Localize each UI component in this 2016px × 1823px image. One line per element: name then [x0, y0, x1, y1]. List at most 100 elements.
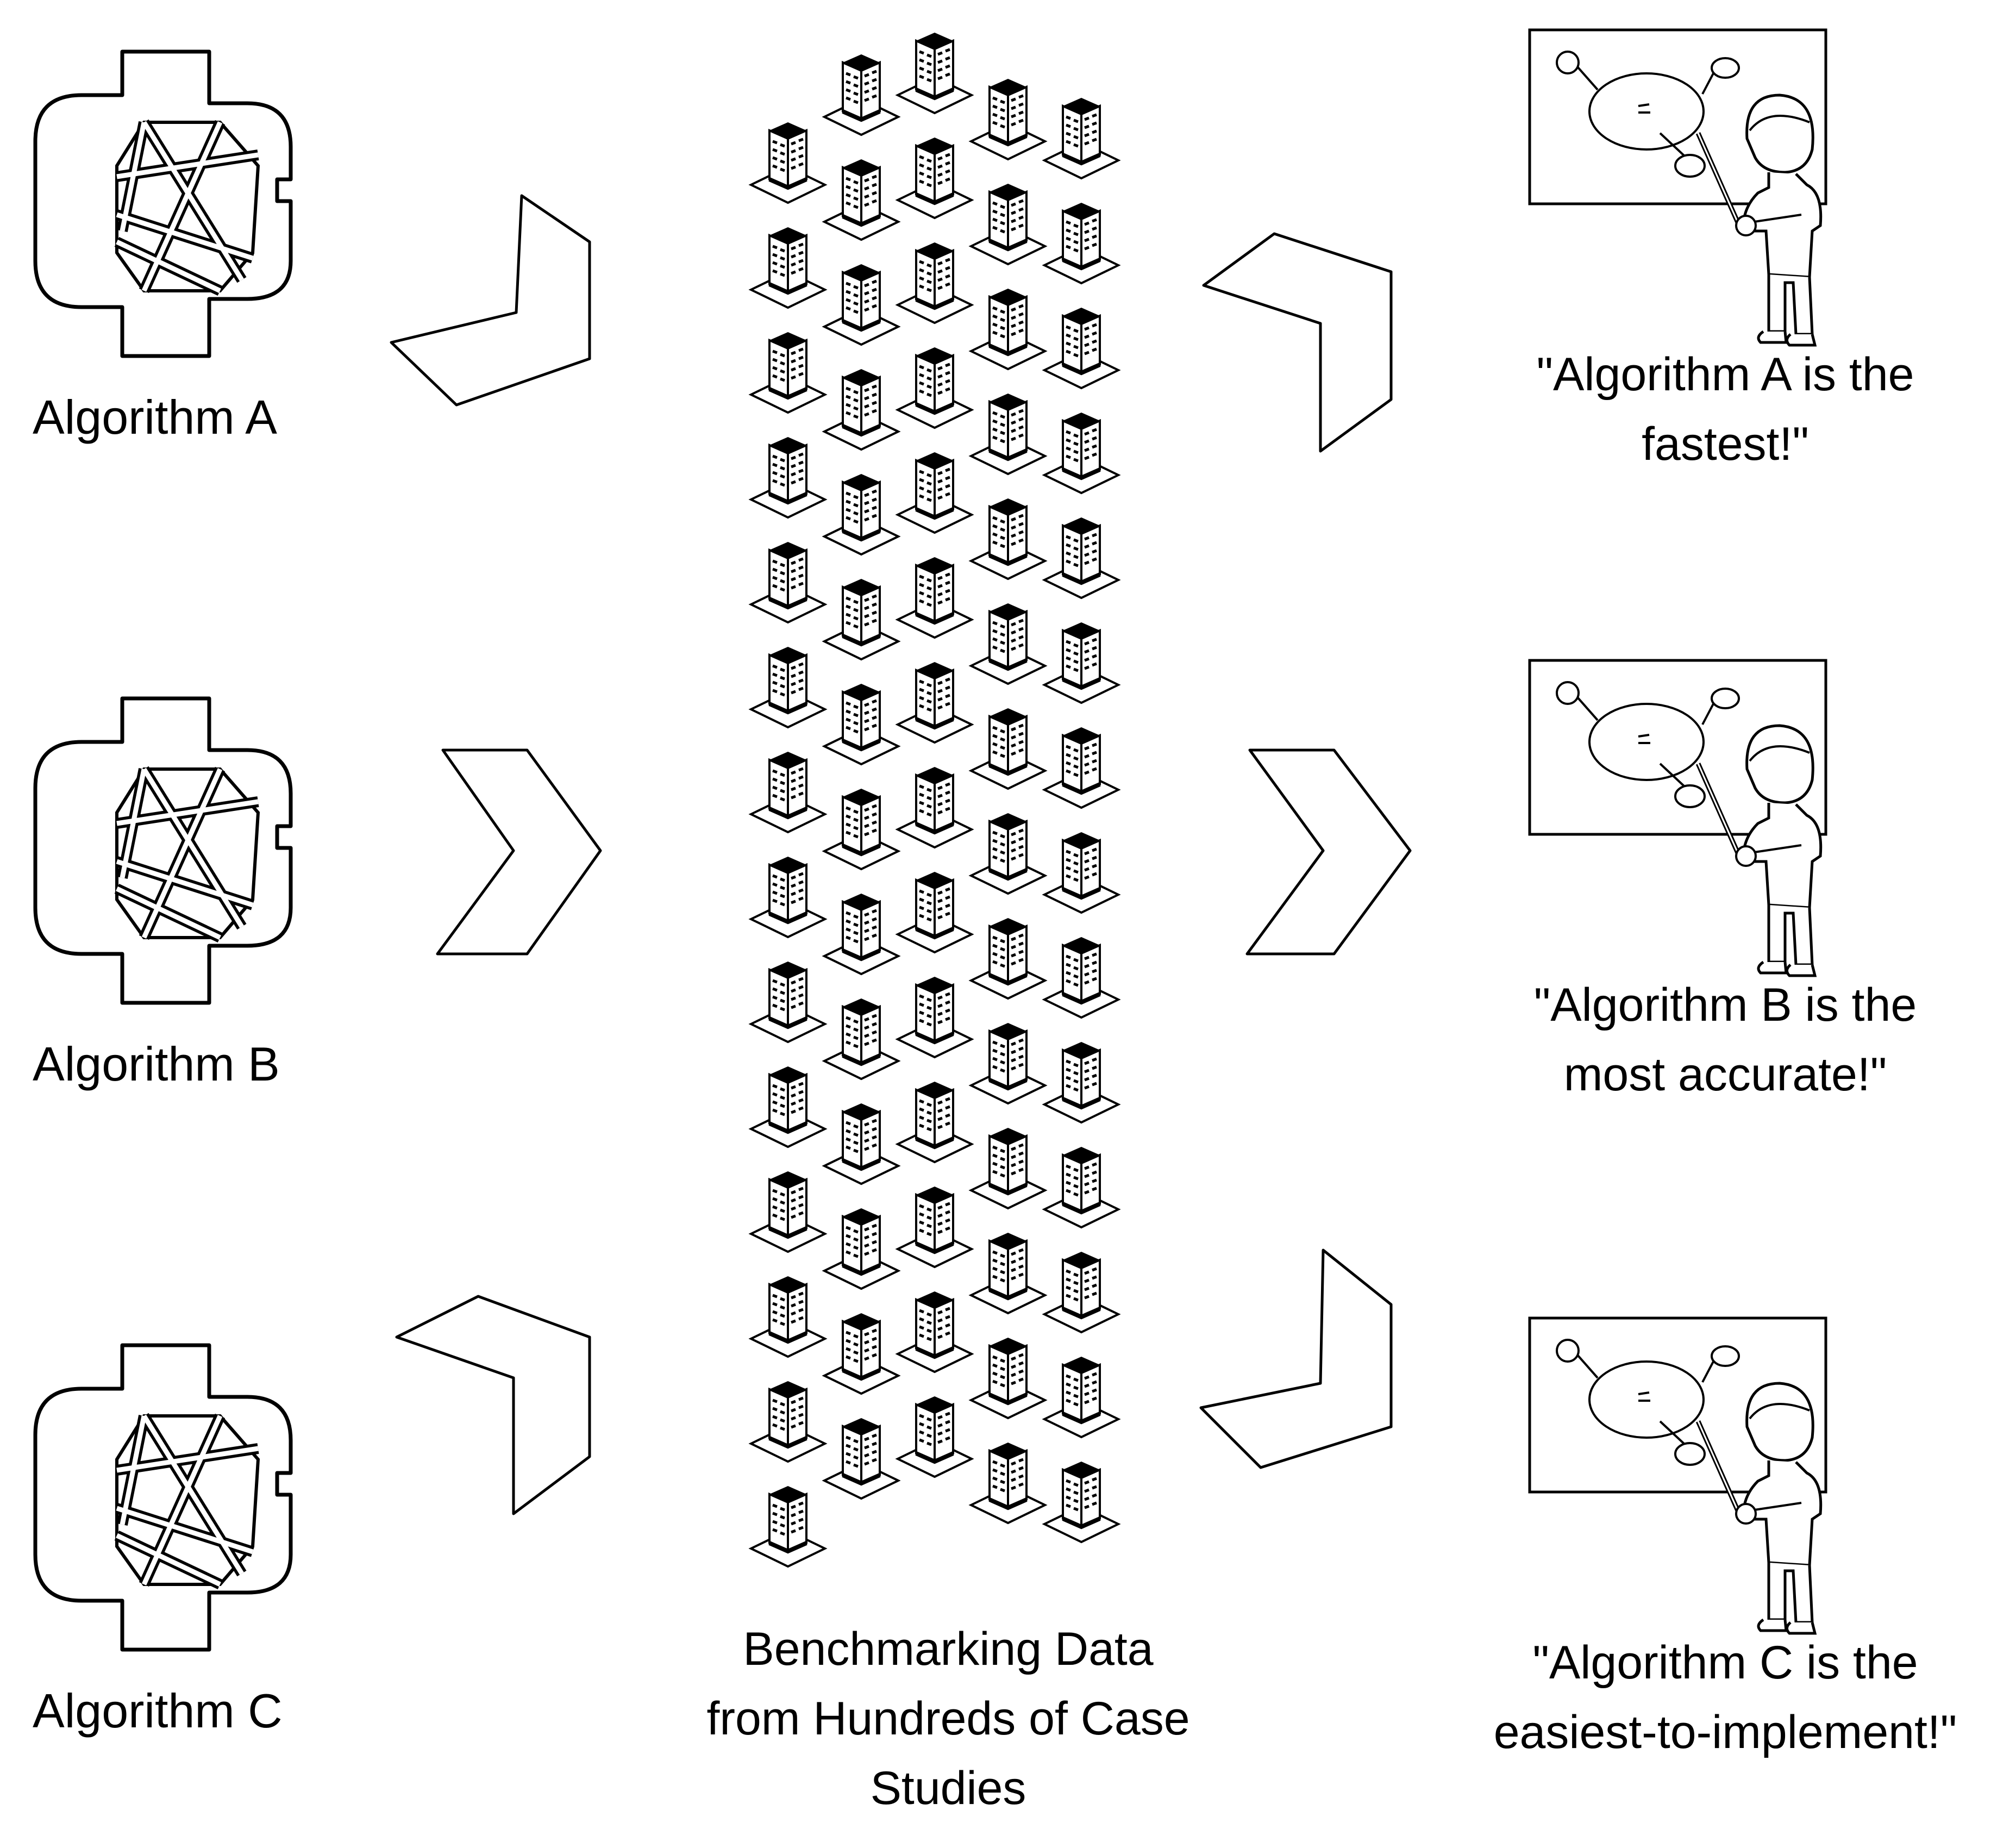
building-icon	[971, 1443, 1045, 1523]
chevron-arrow-icon	[1245, 748, 1412, 956]
building-icon	[751, 752, 825, 832]
result-quote-a-line-1: "Algorithm A is the	[1536, 348, 1914, 401]
building-icon	[824, 684, 898, 764]
building-icon	[971, 1338, 1045, 1418]
algorithm-a-icon	[35, 52, 291, 356]
benchmark-caption: Benchmarking Data from Hundreds of Case …	[641, 1614, 1255, 1823]
building-icon	[1044, 727, 1118, 808]
chevron-arrow-icon	[436, 748, 602, 956]
building-icon	[971, 708, 1045, 789]
building-icon	[1044, 98, 1118, 178]
building-icon	[751, 1381, 825, 1462]
building-icon	[898, 977, 972, 1057]
building-icon	[971, 1023, 1045, 1103]
building-icon	[751, 1486, 825, 1566]
building-icon	[898, 347, 972, 428]
building-icon	[751, 962, 825, 1042]
result-quote-a-line-2: fastest!"	[1642, 418, 1809, 470]
benchmark-caption-line-1: Benchmarking Data	[743, 1623, 1154, 1675]
algorithm-a-label: Algorithm A	[33, 390, 277, 444]
building-icon	[824, 1418, 898, 1499]
result-quote-c: "Algorithm C is the easiest-to-implement…	[1435, 1628, 2016, 1767]
result-quote-b: "Algorithm B is the most accurate!"	[1435, 970, 2016, 1109]
building-icon	[751, 122, 825, 203]
chevron-arrow-icon	[1199, 1248, 1393, 1469]
building-icon	[898, 138, 972, 218]
building-icon	[971, 394, 1045, 474]
building-icon	[824, 789, 898, 869]
chevron-arrow-icon	[395, 1295, 591, 1515]
building-icon	[1044, 1462, 1118, 1542]
building-icon	[751, 647, 825, 727]
building-icon	[824, 579, 898, 659]
building-icon	[1044, 937, 1118, 1017]
building-icon	[971, 79, 1045, 159]
building-icon	[898, 767, 972, 847]
building-grid	[751, 33, 1118, 1566]
building-icon	[751, 542, 825, 622]
building-icon	[898, 1082, 972, 1162]
building-icon	[898, 242, 972, 323]
result-quote-b-line-2: most accurate!"	[1563, 1048, 1887, 1101]
chevron-arrow-icon	[390, 194, 591, 407]
building-icon	[824, 54, 898, 135]
presenter-at-whiteboard-icon	[1530, 1318, 1826, 1633]
benchmark-caption-line-3: Studies	[870, 1762, 1026, 1814]
building-icon	[824, 1103, 898, 1184]
building-icon	[971, 603, 1045, 684]
algorithm-b-icon	[35, 698, 291, 1003]
chevron-arrow-icon	[1202, 232, 1393, 453]
building-icon	[898, 1291, 972, 1372]
building-icon	[751, 857, 825, 937]
building-icon	[898, 33, 972, 113]
building-icon	[1044, 622, 1118, 703]
building-icon	[971, 1128, 1045, 1208]
benchmark-caption-line-2: from Hundreds of Case	[706, 1693, 1190, 1745]
building-icon	[1044, 1357, 1118, 1437]
building-icon	[971, 918, 1045, 998]
building-icon	[898, 662, 972, 742]
building-icon	[751, 1066, 825, 1147]
building-icon	[824, 264, 898, 345]
building-icon	[1044, 832, 1118, 913]
result-quote-a: "Algorithm A is the fastest!"	[1435, 340, 2016, 479]
building-icon	[1044, 308, 1118, 388]
algorithm-b-label: Algorithm B	[33, 1037, 280, 1091]
building-icon	[751, 1276, 825, 1357]
building-icon	[898, 872, 972, 952]
building-icon	[1044, 1147, 1118, 1227]
algorithm-c-icon	[35, 1345, 291, 1650]
building-icon	[971, 813, 1045, 894]
result-quote-c-line-2: easiest-to-implement!"	[1493, 1706, 1957, 1758]
algorithm-c-label: Algorithm C	[33, 1684, 283, 1738]
building-icon	[824, 1208, 898, 1289]
building-icon	[1044, 517, 1118, 598]
building-icon	[1044, 1252, 1118, 1332]
building-icon	[898, 1187, 972, 1267]
building-icon	[898, 1396, 972, 1477]
building-icon	[824, 369, 898, 449]
building-icon	[1044, 203, 1118, 283]
building-icon	[971, 184, 1045, 264]
building-icon	[971, 498, 1045, 579]
building-icon	[898, 452, 972, 533]
building-icon	[1044, 413, 1118, 493]
result-quote-c-line-1: "Algorithm C is the	[1532, 1637, 1918, 1689]
presenter-at-whiteboard-icon	[1530, 660, 1826, 976]
building-icon	[824, 998, 898, 1079]
building-icon	[824, 159, 898, 240]
building-icon	[898, 557, 972, 638]
presenter-at-whiteboard-icon	[1530, 30, 1826, 345]
building-icon	[751, 437, 825, 517]
building-icon	[824, 894, 898, 974]
building-icon	[971, 289, 1045, 369]
building-icon	[971, 1233, 1045, 1313]
building-icon	[751, 332, 825, 413]
building-icon	[751, 1171, 825, 1252]
building-icon	[751, 227, 825, 308]
result-quote-b-line-1: "Algorithm B is the	[1533, 979, 1917, 1031]
building-icon	[824, 1313, 898, 1394]
building-icon	[824, 474, 898, 554]
building-icon	[1044, 1042, 1118, 1122]
